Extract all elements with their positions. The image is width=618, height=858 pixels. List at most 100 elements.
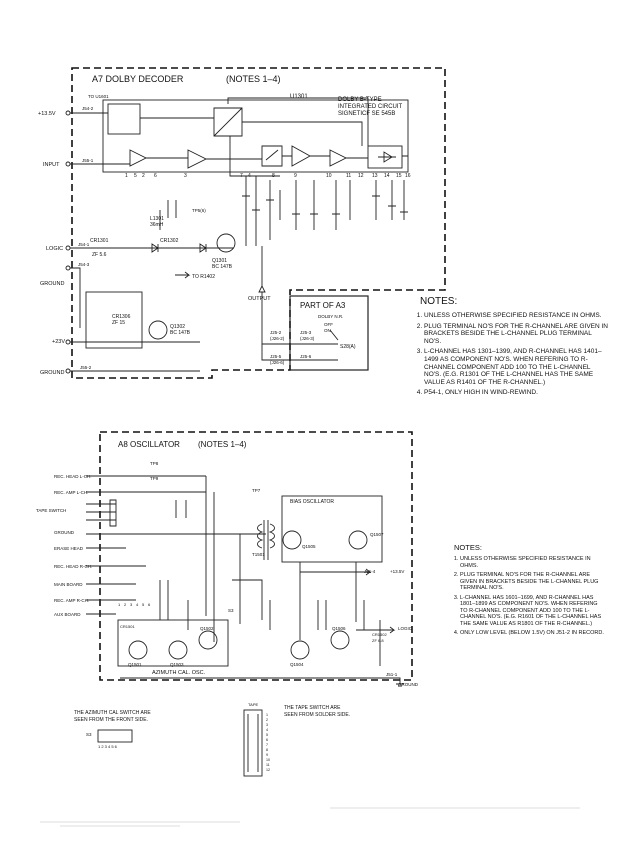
jack-6: (J26-6) (270, 360, 285, 365)
a8-wiring (175, 476, 381, 666)
ic-ref: U1301 (290, 94, 308, 100)
ic-pin-2: 2 (142, 173, 145, 179)
a7-component-bank (245, 176, 405, 246)
notes-a8: NOTES: UNLESS OTHERWISE SPECIFIED RESIST… (448, 543, 606, 640)
q1302-type: BC 147B (170, 330, 191, 336)
l1301-label: L1301 (150, 216, 164, 222)
tape-pos-3: 3 (266, 723, 268, 727)
notes-a8-title: NOTES: (454, 543, 482, 552)
output-label: OUTPUT (248, 296, 271, 302)
aux-board: AUX BOARD (54, 612, 81, 617)
tape-note-1: THE TAPE SWITCH ARE (284, 705, 341, 711)
a7-notes-ref: (NOTES 1–4) (226, 74, 281, 84)
q1502-transistor (198, 630, 218, 650)
a7-j54-2: J54-2 (82, 106, 94, 111)
tape-pos-1: 1 (266, 713, 268, 717)
a7-input-label: INPUT (43, 162, 60, 168)
notes-a7-item-2: PLUG TERMINAL NO'S FOR THE R-CHANNEL ARE… (424, 323, 608, 346)
part-a3-s28: S28(A) (340, 344, 356, 350)
rec-head-rch: REC. HEAD R-CH. (54, 564, 92, 569)
q1507-transistor (348, 530, 368, 550)
a7-dolby-decoder: A7 DOLBY DECODER (NOTES 1–4) U1301 DOLBY… (38, 67, 446, 379)
jack-2: (J26-2) (270, 336, 285, 341)
s3-pos-1: 1 (118, 602, 121, 607)
part-a3-box (289, 295, 369, 371)
ic-desc-line1: DOLBY B-TYPE (338, 97, 382, 103)
s3-label: S3 (228, 608, 234, 613)
a8-logic: LOGIC (398, 626, 413, 631)
a7-plus23-label: +23V (52, 339, 65, 345)
tape-switch-contacts (247, 714, 259, 772)
l-val-label: 36mH (150, 222, 164, 228)
notes-a7-item-1: UNLESS OTHERWISE SPECIFIED RESISTANCE IN… (424, 312, 608, 320)
part-a3-on: ON (324, 328, 331, 333)
a8-title: A8 OSCILLATOR (118, 440, 180, 449)
logic-diodes (130, 243, 234, 253)
rec-amp-lch: REC. AMP L-CH. (54, 490, 88, 495)
ic-desc-line2: INTEGRATED CIRCUIT (338, 104, 403, 110)
notes-a7-title: NOTES: (420, 296, 458, 307)
notes-a7-item-3: L-CHANNEL HAS 1301–1399, AND R-CHANNEL H… (424, 348, 608, 386)
q1502-label: Q1502 (200, 626, 214, 631)
scan-artifacts (40, 807, 580, 827)
erase-head: ERASE HEAD (54, 546, 84, 551)
tape-pos-10: 10 (266, 758, 270, 762)
q1302-label: Q1302 (170, 324, 185, 330)
a8-component-bank (159, 580, 365, 630)
ic-feedback-wire (227, 97, 369, 146)
tape-switch-positions: 1 2 3 4 5 6 7 8 9 10 11 12 (266, 713, 270, 772)
s3-pos-4: 4 (136, 602, 139, 607)
bias-oscillator-box (281, 495, 383, 563)
ic-pin-numbers: 1 2 3 4 5 6 7 8 9 10 11 12 13 14 15 16 (125, 173, 411, 179)
t1501-label: T1501 (252, 552, 265, 557)
a8-ground-wire (120, 677, 404, 687)
ic-pin-15: 15 (396, 173, 402, 179)
q1301-type: BC 147B (212, 264, 233, 270)
a7-ground2-label: GROUND (40, 370, 64, 376)
a8-ground2: GROUND (398, 682, 419, 687)
azimuth-note-1: THE AZIMUTH CAL SWITCH ARE (74, 710, 151, 716)
q1501-transistor (128, 640, 148, 660)
jack-3: J25-3 (300, 330, 312, 335)
azimuth-note-2: SEEN FROM THE FRONT SIDE. (74, 717, 148, 723)
notes-a8-item-1: UNLESS OTHERWISE SPECIFIED RESISTANCE IN… (460, 556, 606, 569)
rec-head-lch: REC. HEAD L-CH. (54, 474, 92, 479)
s3-positions: 1 2 3 4 5 6 (118, 602, 151, 607)
t1501-transformer (257, 520, 275, 560)
ic-pin-11: 11 (346, 173, 351, 179)
tape-switch-title: TAPE (248, 702, 258, 707)
cr1306-label: CR1306 (112, 314, 131, 320)
ic-pin-16: 16 (405, 173, 411, 179)
tape-pos-5: 5 (266, 733, 268, 737)
a8-logic-wire (356, 626, 396, 634)
s3-pos-2: 2 (124, 602, 127, 607)
tp8-label: TP8 (150, 461, 159, 466)
q1503-transistor (168, 640, 188, 660)
tp7-label: TP7 (252, 488, 261, 493)
footer-s3-positions: 1 2 3 4 5 6 (98, 744, 118, 749)
tape-pos-12: 12 (266, 768, 270, 772)
tape-pos-6: 6 (266, 738, 268, 742)
tape-note-2: SEEN FROM SOLDER SIDE. (284, 712, 350, 718)
zf-a8-label: ZF 6.8 (372, 638, 384, 643)
tape-pos-8: 8 (266, 748, 268, 752)
supply-network (85, 291, 143, 349)
tp-label: TP5(6) (192, 208, 206, 213)
notes-a7: NOTES: UNLESS OTHERWISE SPECIFIED RESIST… (412, 296, 608, 400)
part-a3-wiring (261, 292, 339, 361)
cr1501-label: CR1501 (120, 624, 135, 629)
ic-pin-3: 3 (184, 173, 187, 179)
tp9-label: TP9 (150, 476, 159, 481)
q1506-transistor (330, 630, 350, 650)
ic-desc-line3: SIGNETICF SE 545B (338, 111, 395, 117)
a8-left-labels: REC. HEAD L-CH. REC. AMP L-CH. TAPE SWIT… (36, 474, 92, 617)
tape-switch-graphic (243, 709, 263, 777)
s3-pos-5: 5 (142, 602, 145, 607)
q1301-transistor (216, 233, 236, 253)
a8-supply-wire (300, 568, 372, 576)
jack-1: J25-2 (270, 330, 282, 335)
a7-logic-label: LOGIC (46, 246, 63, 252)
q1505-label: Q1505 (302, 544, 316, 549)
q1504-transistor (290, 640, 310, 660)
